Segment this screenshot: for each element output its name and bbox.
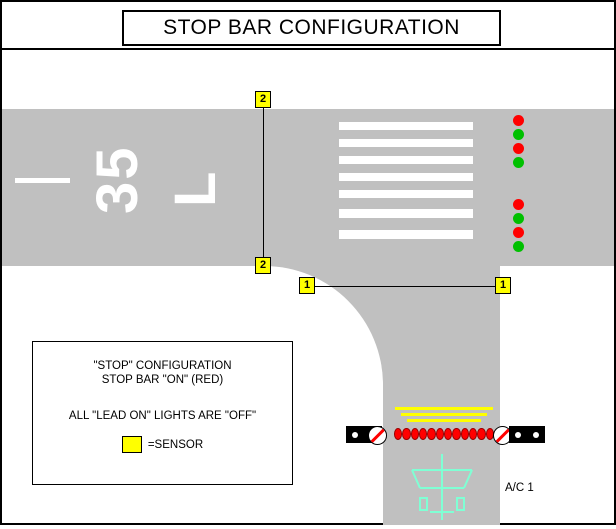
stop-bar-lamp	[435, 428, 444, 440]
aircraft-outline-icon	[411, 454, 473, 520]
sensor-1-guide-line	[313, 286, 495, 287]
lamp-red	[513, 199, 524, 210]
legend-box: "STOP" CONFIGURATION STOP BAR "ON" (RED)…	[32, 341, 293, 485]
wigwag-lamp	[352, 431, 358, 438]
stop-bar-lamp	[402, 428, 411, 440]
wigwag-sign-right	[509, 426, 545, 443]
light-cluster-upper	[513, 115, 525, 171]
stop-bar-lamp	[468, 428, 478, 440]
aircraft-symbol	[406, 454, 478, 524]
runway-number-35: 35	[85, 145, 150, 214]
title-divider	[2, 48, 614, 50]
sensor-swatch-icon	[121, 436, 142, 453]
stop-bar-lamp	[410, 428, 419, 440]
stop-bar-lamp	[477, 428, 486, 440]
lamp-red	[513, 115, 524, 126]
lamp-red	[513, 227, 524, 238]
taxiway-horizontal-surface	[264, 109, 614, 266]
ladder-bar	[339, 139, 473, 147]
runway-threshold-stripe	[15, 178, 70, 183]
stop-bar-lamp	[452, 428, 461, 440]
legend-spacer	[33, 386, 292, 408]
sensor-marker-2-bottom: 2	[255, 257, 271, 274]
ladder-bar	[339, 156, 473, 164]
lamp-green	[513, 157, 524, 168]
ladder-bar	[339, 122, 473, 130]
taxiway-ladder-markings	[339, 122, 473, 249]
lamp-green	[513, 213, 524, 224]
stop-bar-lamp	[394, 428, 403, 440]
ladder-bar	[339, 173, 473, 181]
lamp-green	[513, 241, 524, 252]
ladder-bar	[339, 230, 473, 239]
sensor-marker-1-right: 1	[495, 277, 511, 294]
stop-bar-lights	[394, 427, 494, 441]
lamp-red	[513, 143, 524, 154]
light-cluster-lower	[513, 199, 525, 255]
lamp-green	[513, 129, 524, 140]
wigwag-lamp	[515, 431, 521, 438]
no-entry-icon-left	[368, 426, 387, 445]
ladder-bar	[339, 190, 473, 198]
sensor-2-guide-line	[263, 106, 264, 272]
aircraft-label: A/C 1	[505, 482, 534, 494]
legend-sensor-key: =SENSOR	[33, 436, 292, 453]
sensor-marker-2-top: 2	[255, 91, 271, 108]
stop-bar-lamp	[427, 428, 436, 440]
legend-line-3: ALL "LEAD ON" LIGHTS ARE "OFF"	[68, 410, 257, 422]
sensor-marker-1-left: 1	[299, 277, 315, 294]
stop-bar-lamp	[443, 428, 453, 440]
stop-bar-lamp	[460, 428, 469, 440]
ladder-bar	[339, 209, 473, 218]
legend-sensor-text: =SENSOR	[147, 438, 204, 451]
runway-surface	[2, 109, 264, 266]
page-title: STOP BAR CONFIGURATION	[163, 16, 460, 39]
title-box: STOP BAR CONFIGURATION	[122, 10, 501, 46]
wigwag-lamp	[533, 431, 539, 438]
legend-line-1: "STOP" CONFIGURATION	[93, 360, 232, 372]
lead-on-light-row	[395, 407, 493, 424]
stop-bar-lamp	[418, 428, 428, 440]
runway-letter-L: L	[163, 169, 228, 207]
legend-line-2: STOP BAR "ON" (RED)	[101, 374, 224, 386]
